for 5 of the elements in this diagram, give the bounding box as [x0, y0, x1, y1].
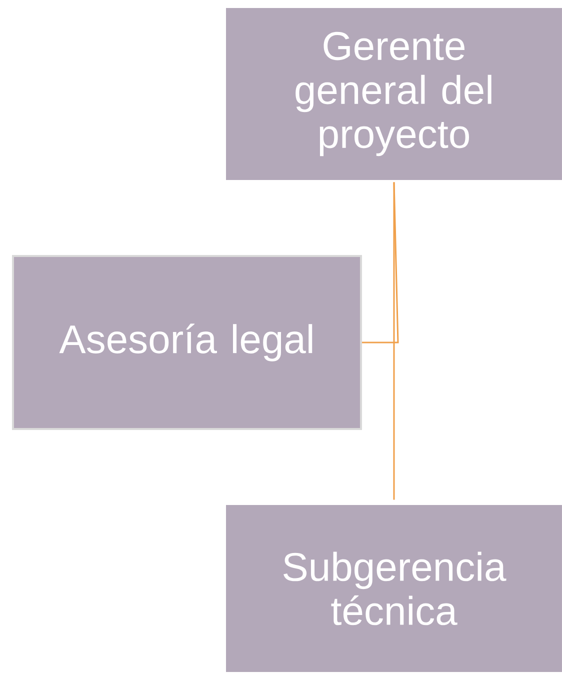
connector-line [393, 182, 395, 500]
connector-line [362, 182, 399, 344]
org-box: Gerente general del proyecto [226, 8, 562, 180]
org-box: Asesoría legal [12, 255, 362, 430]
org-box: Subgerencia técnica [226, 505, 562, 672]
